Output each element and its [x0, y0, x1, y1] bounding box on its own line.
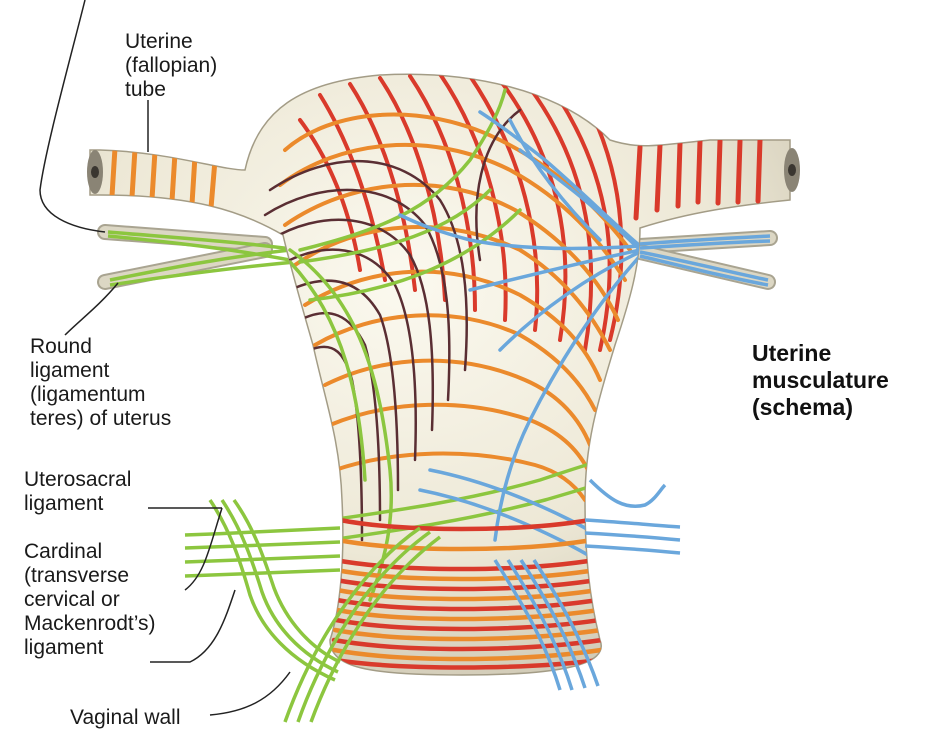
- label-vaginal-wall: Vaginal wall: [70, 706, 181, 730]
- leader-round: [65, 283, 118, 335]
- label-uterine-tube: Uterine (fallopian) tube: [125, 30, 217, 102]
- leader-vaginal: [210, 672, 290, 715]
- diagram-title: Uterine musculature (schema): [752, 340, 889, 421]
- leader-tube-top: [40, 0, 105, 232]
- label-cardinal-ligament: Cardinal (transverse cervical or Mackenr…: [24, 540, 156, 660]
- leader-cardinal-low: [150, 590, 235, 662]
- label-round-ligament: Round ligament (ligamentum teres) of ute…: [30, 335, 171, 431]
- label-uterosacral-ligament: Uterosacral ligament: [24, 468, 131, 516]
